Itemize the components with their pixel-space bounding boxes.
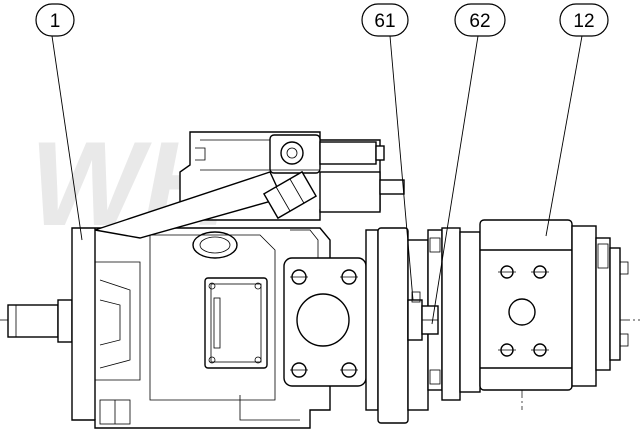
callout-label: 1 [50,11,61,32]
leader-line-62 [431,35,479,325]
connecting-pipe [94,170,318,239]
leader-line-12 [545,35,583,237]
callout-61: 61 [361,3,409,37]
leader-line-1 [51,35,83,241]
callout-1: 1 [35,3,75,37]
callout-label: 61 [374,11,395,32]
callout-label: 12 [573,11,594,32]
main-pump-body [71,227,331,429]
callout-62: 62 [454,3,506,37]
callout-12: 12 [559,3,609,37]
callout-label: 62 [469,11,490,32]
leader-line-61 [389,35,414,301]
mounting-flange [283,257,367,387]
drive-shaft [7,299,73,343]
coupling-parts [407,291,439,341]
gear-pump-body [479,219,629,391]
